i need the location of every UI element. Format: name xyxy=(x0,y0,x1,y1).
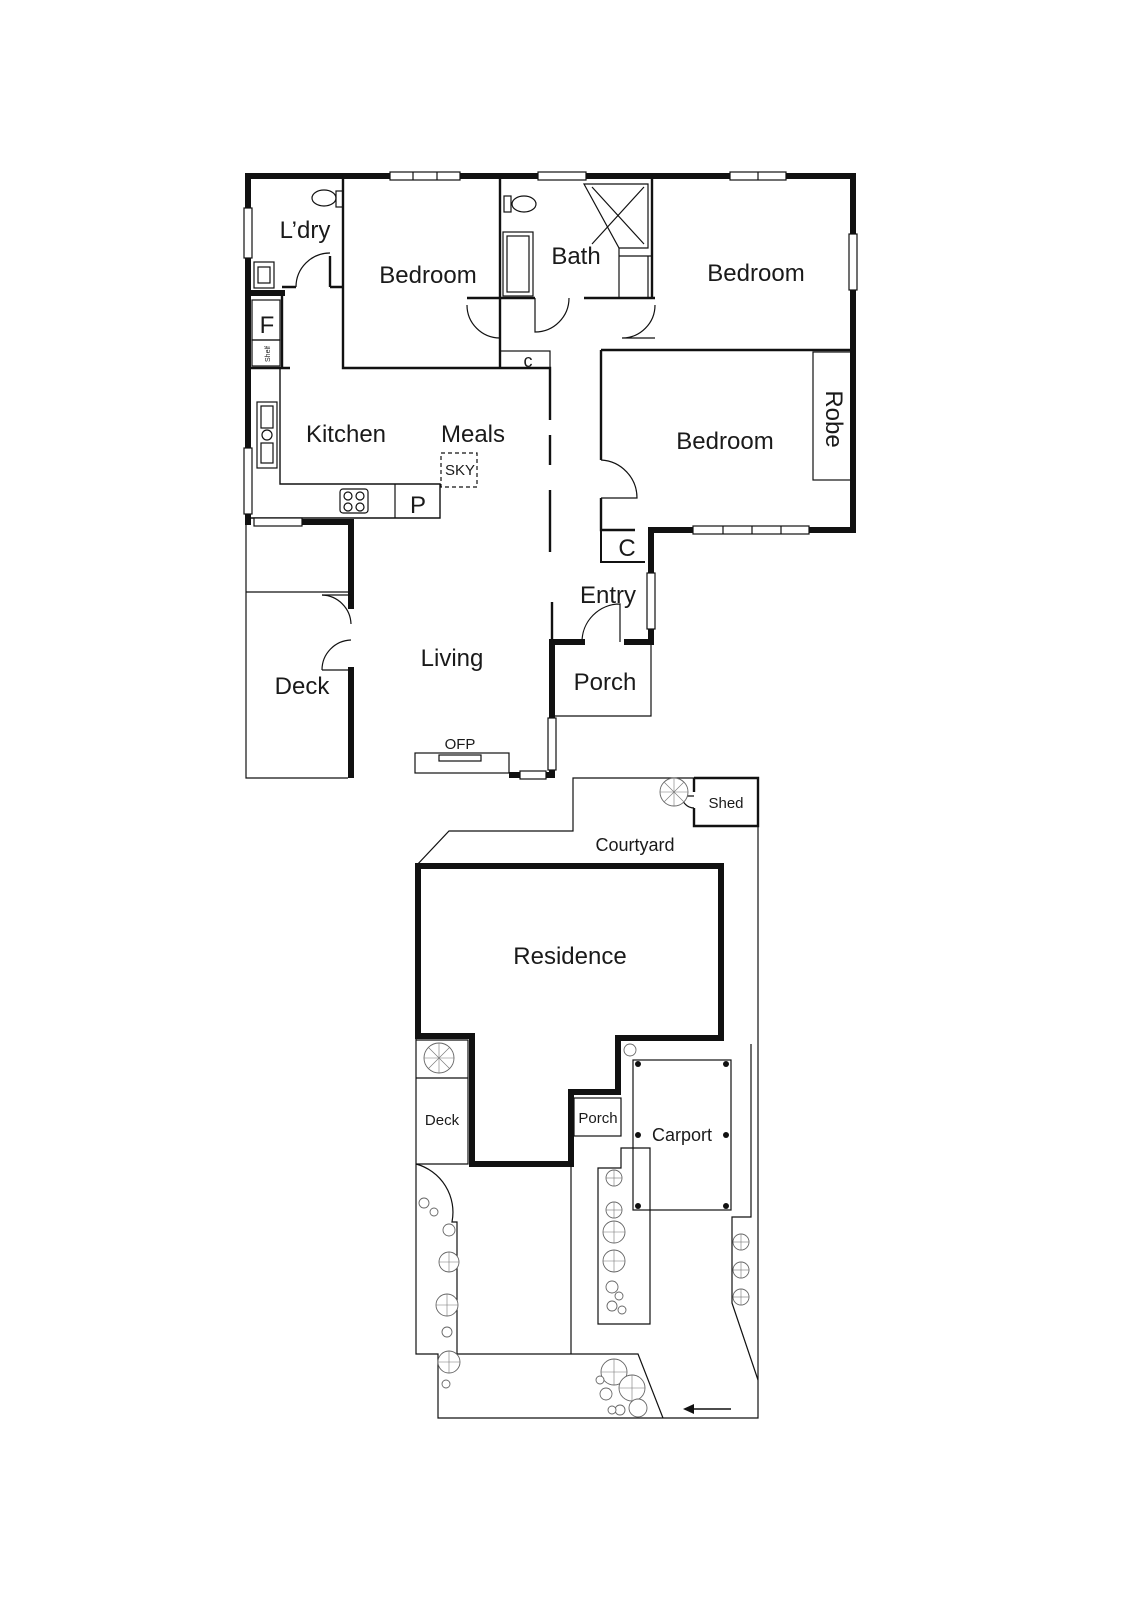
room-label-deck: Deck xyxy=(275,673,331,700)
room-label-kitchen: Kitchen xyxy=(306,421,386,448)
fixture-label-cupboard: C xyxy=(618,535,635,562)
room-label-robe: Robe xyxy=(820,390,847,447)
site-label-courtyard: Courtyard xyxy=(595,835,674,855)
garden-trees xyxy=(418,777,750,1418)
shed-outline xyxy=(692,776,760,828)
room-label-bedroom-1: Bedroom xyxy=(379,262,476,289)
fixture-label-fireplace: OFP xyxy=(445,736,476,753)
carport-posts xyxy=(635,1061,729,1209)
site-label-deck: Deck xyxy=(425,1112,460,1129)
fixture-label-linen: c xyxy=(524,351,533,371)
fixtures xyxy=(253,183,652,774)
deck-outline xyxy=(245,516,348,779)
room-label-meals: Meals xyxy=(441,421,505,448)
site-deck-outline xyxy=(416,1039,469,1165)
main-floor-plan: L’dry Bedroom Bath Bedroom Bedroom Robe … xyxy=(243,171,858,780)
room-label-laundry: L’dry xyxy=(280,217,331,244)
fixture-label-skylight: SKY xyxy=(445,462,475,479)
room-label-entry: Entry xyxy=(580,582,636,609)
carport-outline xyxy=(632,1059,732,1211)
doors xyxy=(295,252,656,671)
site-label-carport: Carport xyxy=(652,1125,712,1145)
garden-lines xyxy=(415,1044,759,1419)
fixture-label-shelf: Shelf xyxy=(265,346,272,362)
site-porch-outline xyxy=(573,1097,622,1137)
site-plan: Shed Courtyard Residence Deck Porch Carp… xyxy=(415,776,760,1419)
driveway-arrow-icon xyxy=(683,1404,731,1414)
site-boundary xyxy=(415,777,759,1419)
site-label-porch: Porch xyxy=(578,1110,617,1127)
room-label-bedroom-3: Bedroom xyxy=(676,428,773,455)
room-label-living: Living xyxy=(421,645,484,672)
room-label-bath: Bath xyxy=(551,243,600,270)
fixture-label-fridge: F xyxy=(260,312,275,339)
room-label-bedroom-2: Bedroom xyxy=(707,260,804,287)
room-label-porch: Porch xyxy=(574,669,637,696)
windows xyxy=(243,171,858,780)
site-label-residence: Residence xyxy=(513,943,626,970)
residence-outline xyxy=(415,863,724,1167)
site-label-shed: Shed xyxy=(708,795,743,812)
fixture-label-pantry: P xyxy=(410,492,426,519)
